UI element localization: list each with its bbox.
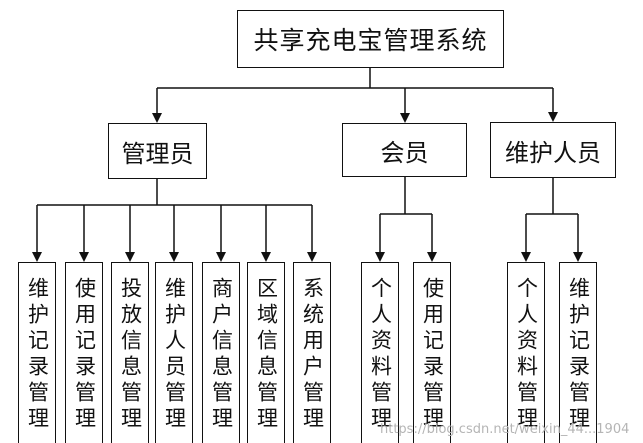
leaf-node-member-profile: 个人资料管理 xyxy=(361,262,399,443)
leaf-label: 维护记录管理 xyxy=(566,277,591,433)
leaf-label: 个人资料管理 xyxy=(368,277,393,433)
leaf-label: 使用记录管理 xyxy=(72,277,97,433)
leaf-node-member-usage-records: 使用记录管理 xyxy=(413,262,451,443)
leaf-node-admin-usage-records: 使用记录管理 xyxy=(65,262,103,443)
role-node-maintainer: 维护人员 xyxy=(490,122,616,178)
leaf-label: 使用记录管理 xyxy=(420,277,445,433)
leaf-label: 维护人员管理 xyxy=(162,277,187,433)
root-node: 共享充电宝管理系统 xyxy=(237,10,504,68)
leaf-node-admin-maintenance-records: 维护记录管理 xyxy=(18,262,56,443)
leaf-node-admin-maintenance-staff: 维护人员管理 xyxy=(155,262,193,443)
leaf-label: 系统用户管理 xyxy=(300,277,325,433)
role-label-maintainer: 维护人员 xyxy=(505,138,601,167)
leaf-label: 维护记录管理 xyxy=(25,277,50,433)
leaf-label: 个人资料管理 xyxy=(514,277,539,433)
leaf-node-admin-deployment-info: 投放信息管理 xyxy=(111,262,149,443)
leaf-label: 商户信息管理 xyxy=(209,277,234,433)
watermark: https://blog.csdn.net/weixin_44...1904 xyxy=(380,422,630,437)
role-node-admin: 管理员 xyxy=(108,123,207,179)
leaf-node-admin-system-users: 系统用户管理 xyxy=(293,262,331,443)
leaf-node-admin-merchant-info: 商户信息管理 xyxy=(202,262,240,443)
leaf-node-admin-area-info: 区域信息管理 xyxy=(247,262,285,443)
leaf-node-maintainer-records: 维护记录管理 xyxy=(559,262,597,443)
role-label-member: 会员 xyxy=(380,138,429,167)
role-node-member: 会员 xyxy=(342,123,467,177)
role-label-admin: 管理员 xyxy=(121,139,194,168)
leaf-label: 投放信息管理 xyxy=(118,277,143,433)
leaf-label: 区域信息管理 xyxy=(254,277,279,433)
root-node-label: 共享充电宝管理系统 xyxy=(253,26,488,55)
leaf-node-maintainer-profile: 个人资料管理 xyxy=(507,262,545,443)
